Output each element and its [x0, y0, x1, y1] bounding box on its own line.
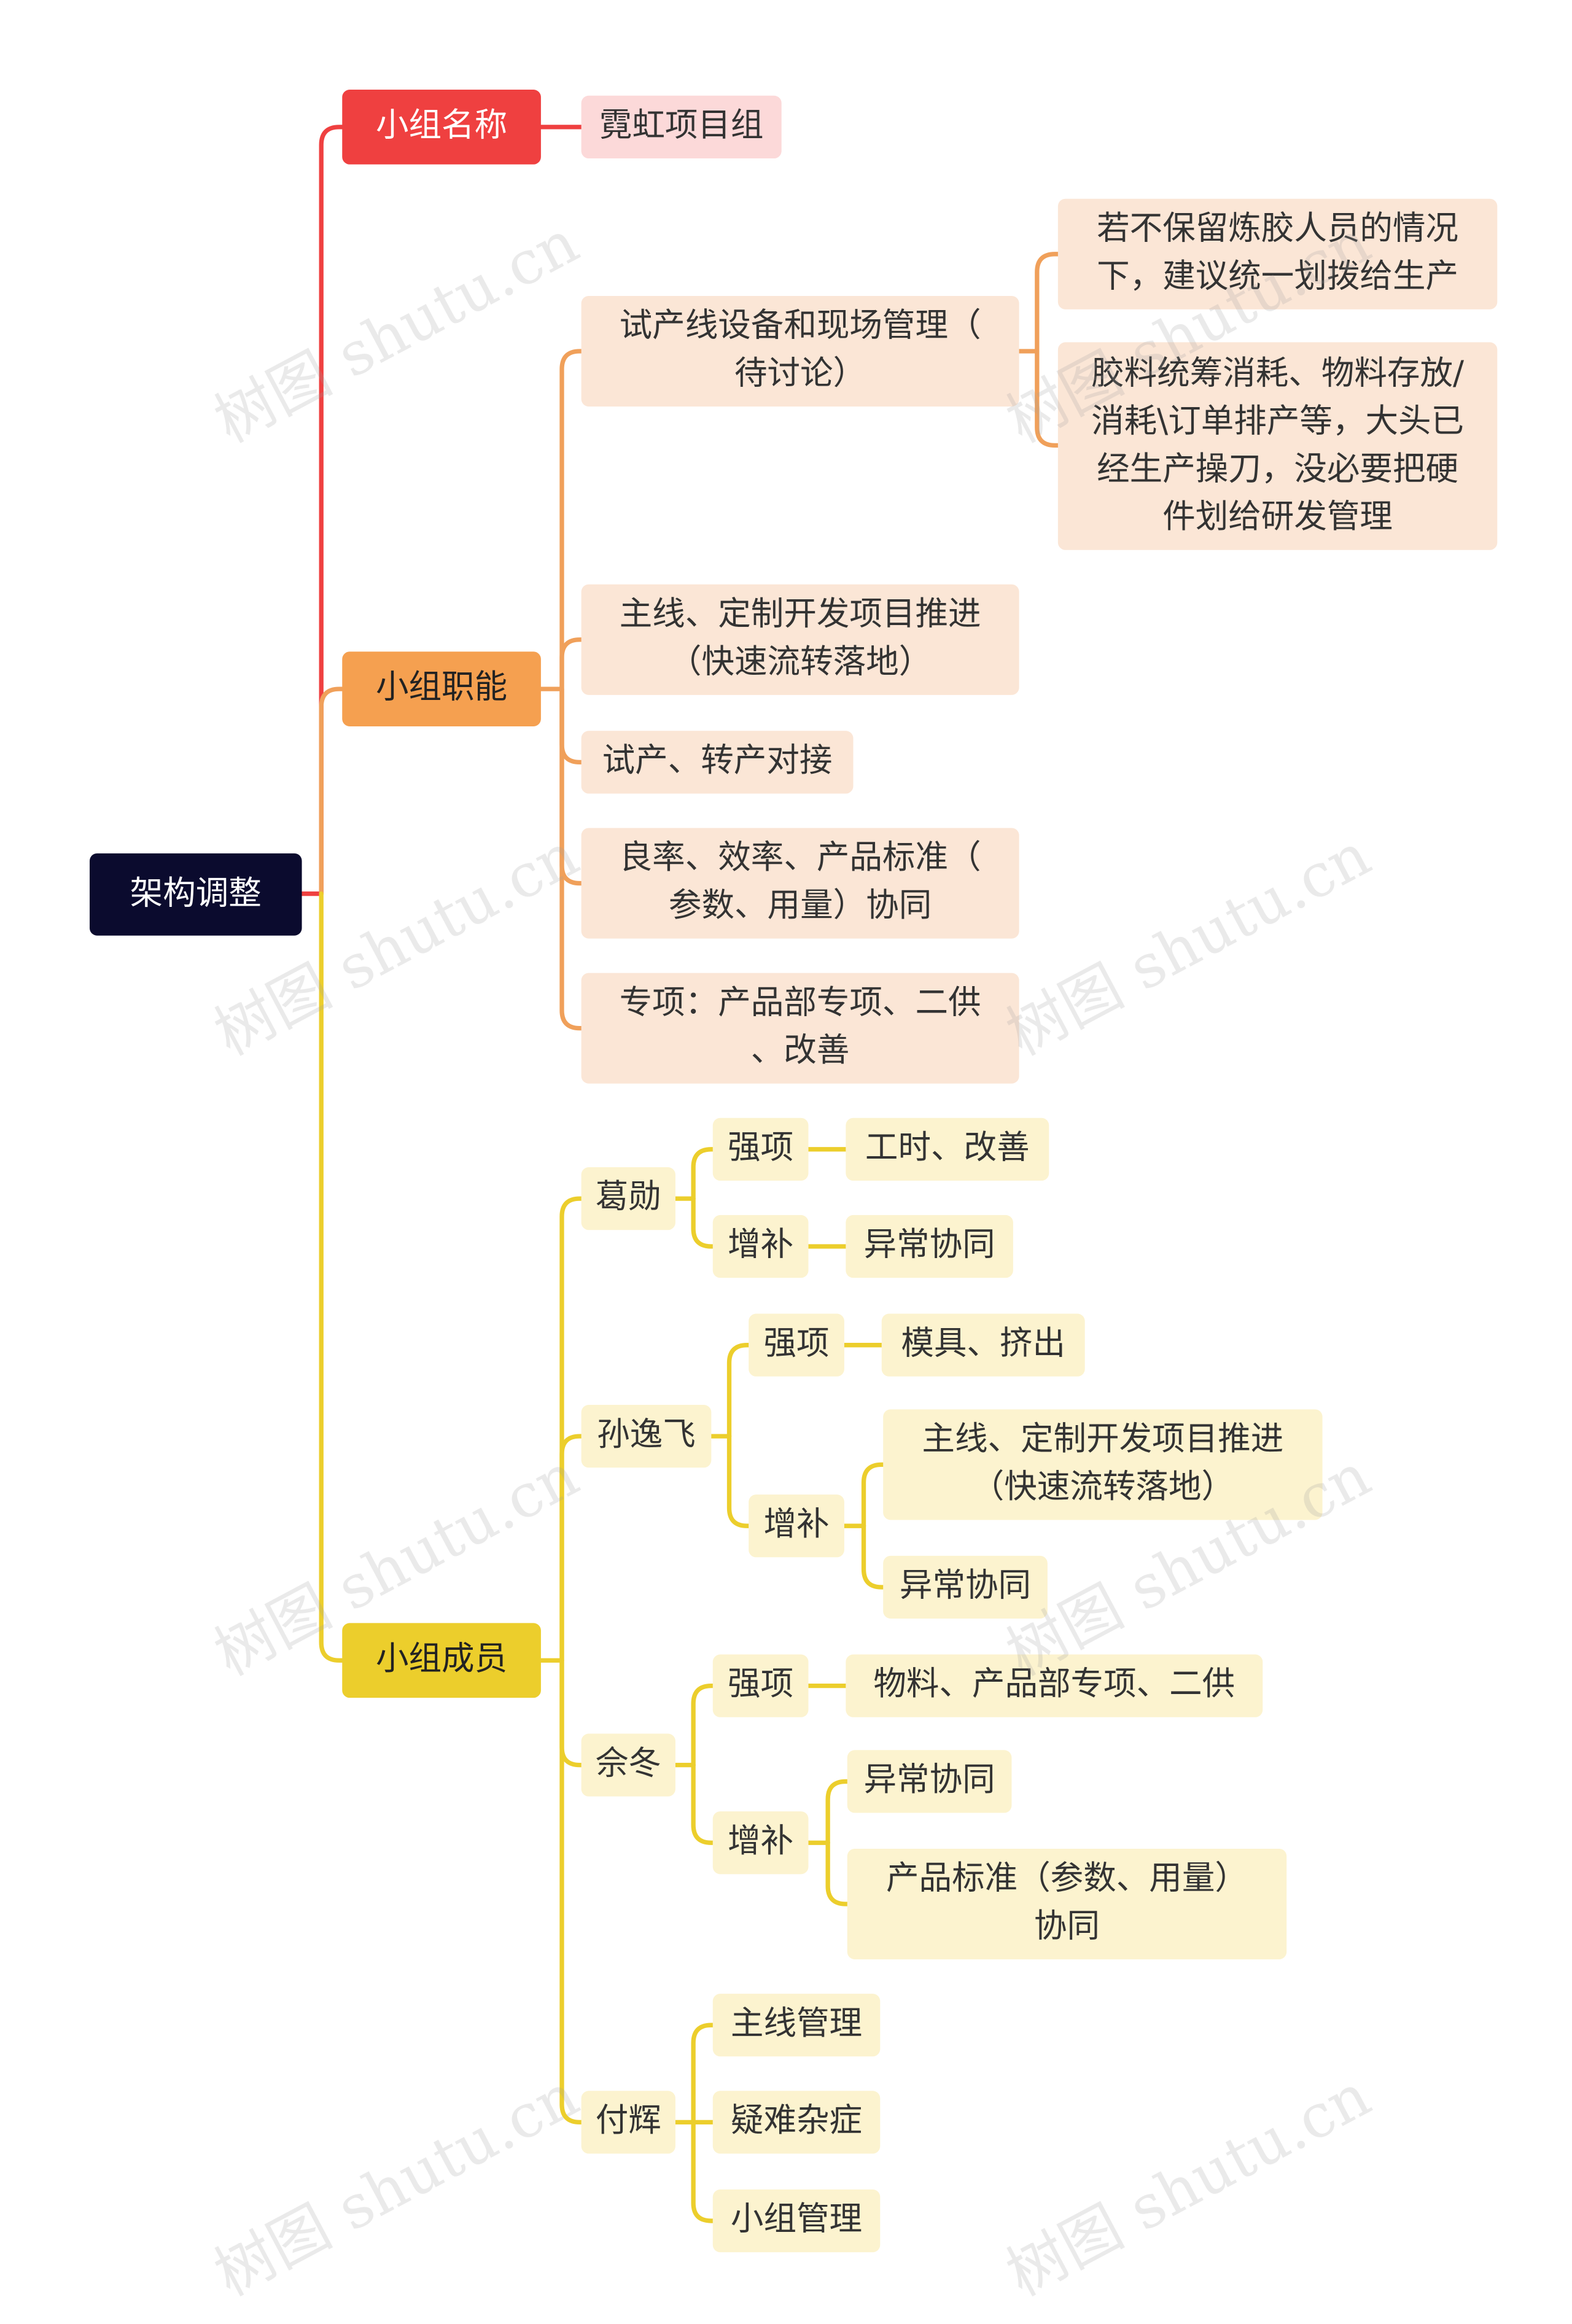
group-name-value[interactable]: 霓虹项目组	[581, 95, 782, 159]
supplement-value[interactable]: 异常协同	[883, 1555, 1048, 1619]
strong-value[interactable]: 模具、挤出	[881, 1313, 1085, 1377]
supplement-label[interactable]: 增补	[712, 1811, 809, 1875]
function-item-mainline[interactable]: 主线、定制开发项目推进 （快速流转落地）	[581, 584, 1019, 695]
strong-label[interactable]: 强项	[712, 1117, 809, 1181]
function-item-yield[interactable]: 良率、效率、产品标准（ 参数、用量）协同	[581, 828, 1019, 939]
supplement-value[interactable]: 异常协同	[847, 1750, 1012, 1813]
strong-value[interactable]: 工时、改善	[846, 1117, 1049, 1181]
strong-label[interactable]: 强项	[712, 1654, 809, 1717]
function-item-special[interactable]: 专项：产品部专项、二供 、改善	[581, 973, 1019, 1084]
member-name[interactable]: 付辉	[581, 2091, 675, 2154]
supplement-label[interactable]: 增补	[712, 1214, 809, 1278]
member-name[interactable]: 孙逸飞	[581, 1405, 712, 1468]
root-topic[interactable]: 架构调整	[90, 853, 302, 936]
member-name[interactable]: 葛勋	[581, 1167, 675, 1230]
strong-label[interactable]: 强项	[749, 1313, 844, 1377]
topic-group-name[interactable]: 小组名称	[342, 90, 541, 165]
supplement-value[interactable]: 产品标准（参数、用量） 协同	[847, 1848, 1287, 1960]
strong-value[interactable]: 物料、产品部专项、二供	[846, 1654, 1263, 1717]
topic-group-members[interactable]: 小组成员	[342, 1623, 541, 1698]
duty-item[interactable]: 主线管理	[712, 1994, 881, 2057]
function-item-trial-line[interactable]: 试产线设备和现场管理（ 待讨论）	[581, 295, 1019, 407]
topic-group-function[interactable]: 小组职能	[342, 651, 541, 726]
member-name[interactable]: 佘冬	[581, 1733, 675, 1797]
duty-item[interactable]: 疑难杂症	[712, 2091, 881, 2154]
function-note-materials[interactable]: 胶料统筹消耗、物料存放/ 消耗\订单排产等，大头已 经生产操刀，没必要把硬 件划…	[1057, 342, 1498, 550]
supplement-value[interactable]: 异常协同	[846, 1214, 1013, 1278]
function-item-trial-transfer[interactable]: 试产、转产对接	[581, 731, 854, 794]
supplement-value[interactable]: 主线、定制开发项目推进 （快速流转落地）	[883, 1409, 1323, 1520]
supplement-label[interactable]: 增补	[749, 1494, 844, 1558]
function-note-allocation[interactable]: 若不保留炼胶人员的情况 下，建议统一划拨给生产	[1057, 198, 1498, 309]
duty-item[interactable]: 小组管理	[712, 2189, 881, 2253]
